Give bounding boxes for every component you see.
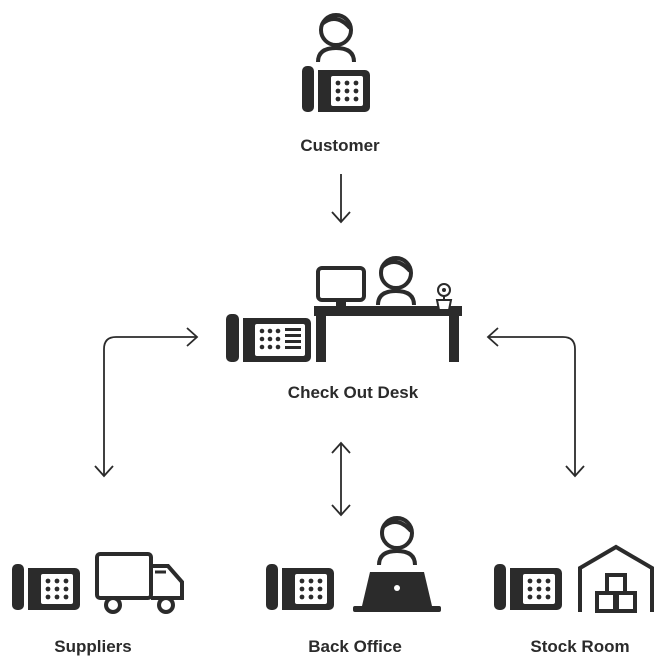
flower-pot-icon — [435, 283, 453, 311]
arrow-checkout-to-back-office — [331, 441, 351, 517]
customer-label: Customer — [300, 136, 380, 155]
arrow-checkout-to-stock-room — [486, 327, 585, 478]
checkout-node — [226, 256, 462, 362]
stock-room-label: Stock Room — [530, 637, 630, 656]
person-icon — [316, 13, 356, 64]
suppliers-node — [12, 552, 184, 614]
desk-icon — [314, 306, 462, 362]
computer-monitor-icon — [316, 266, 366, 307]
stock-room-node — [494, 544, 654, 613]
desk-phone-icon — [494, 564, 562, 610]
person-icon — [377, 516, 417, 567]
desk-phone-icon — [302, 66, 370, 112]
checkout-label: Check Out Desk — [287, 383, 419, 402]
laptop-icon — [353, 572, 441, 612]
warehouse-icon — [578, 544, 654, 613]
arrow-customer-to-checkout — [331, 174, 351, 224]
desk-phone-icon — [226, 314, 311, 362]
person-icon — [376, 256, 416, 307]
desk-phone-icon — [12, 564, 80, 610]
arrow-checkout-to-suppliers — [94, 327, 199, 478]
back-office-label: Back Office — [308, 637, 402, 656]
suppliers-label: Suppliers — [54, 637, 132, 656]
back-office-node — [266, 516, 441, 612]
delivery-truck-icon — [95, 552, 184, 614]
customer-node — [302, 13, 370, 112]
desk-phone-icon — [266, 564, 334, 610]
